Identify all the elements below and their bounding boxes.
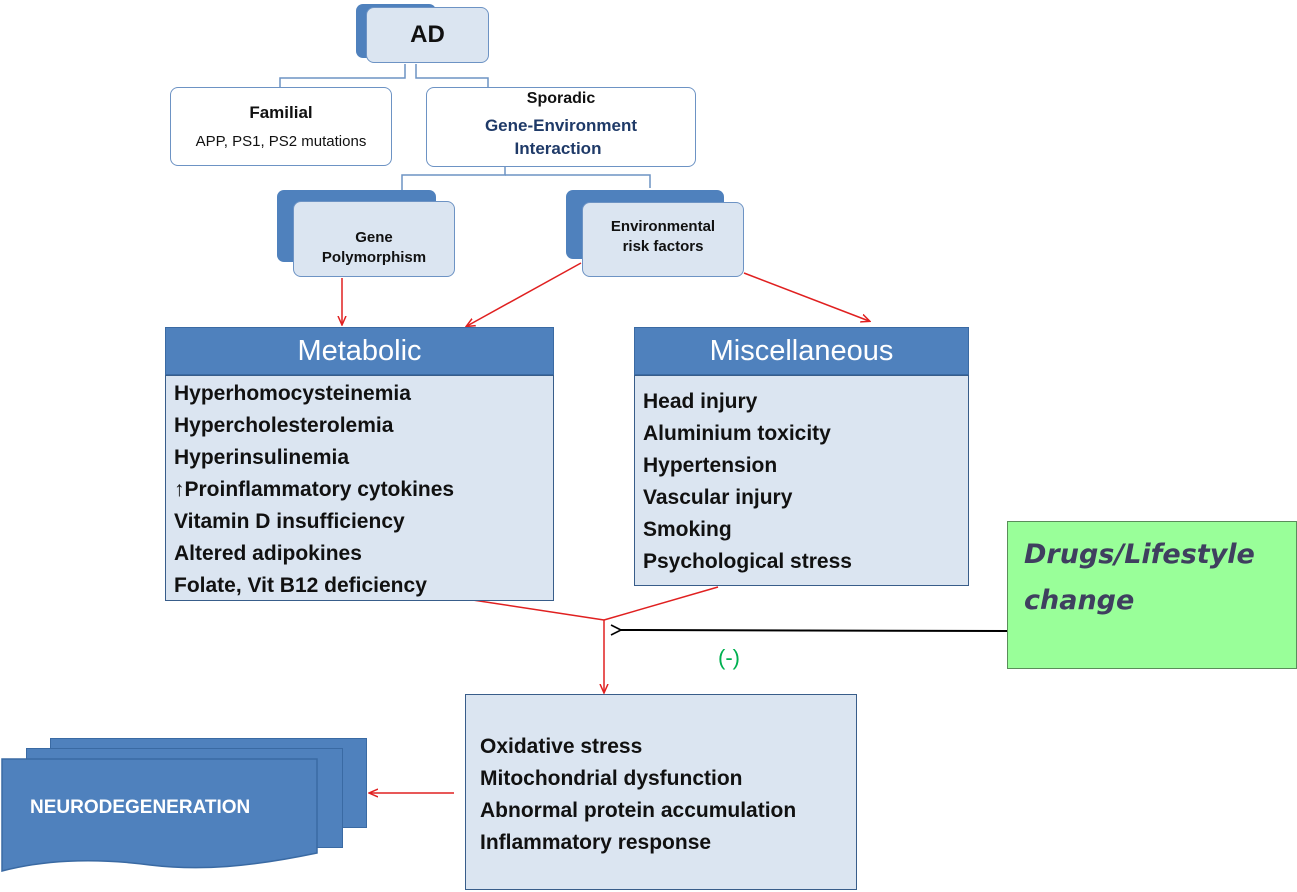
inhibition-label: (-) [718, 645, 740, 670]
environmental-node: Environmental risk factors [582, 202, 744, 277]
miscellaneous-title: Miscellaneous [709, 334, 894, 367]
sporadic-line2: Interaction [514, 138, 602, 158]
miscellaneous-list: Head injury Aluminium toxicity Hypertens… [634, 375, 969, 586]
gene-line1: Gene [355, 229, 393, 246]
list-item: Mitochondrial dysfunction [480, 767, 743, 790]
environmental-line2: risk factors [622, 237, 704, 255]
connector-ad-familial [279, 64, 406, 87]
miscellaneous-header: Miscellaneous [634, 327, 969, 375]
list-item: Oxidative stress [480, 735, 643, 758]
familial-detail: APP, PS1, PS2 mutations [195, 133, 367, 150]
arrow-environmental-metabolic [467, 262, 582, 326]
merge-metabolic [465, 598, 605, 621]
neurodegeneration-label: NEURODEGENERATION [30, 797, 251, 818]
list-item: Folate, Vit B12 deficiency [174, 574, 427, 597]
drugs-lifestyle-box: Drugs/Lifestyle change [1007, 521, 1297, 669]
list-item: Abnormal protein accumulation [480, 799, 797, 822]
list-item: Hypercholesterolemia [174, 414, 394, 437]
list-item: ↑Proinflammatory cytokines [174, 478, 455, 501]
environmental-line1: Environmental [610, 217, 716, 235]
list-item: Inflammatory response [480, 831, 712, 854]
sporadic-line1: Gene-Environment [484, 116, 638, 135]
metabolic-title: Metabolic [297, 334, 422, 367]
ad-node: AD [366, 7, 489, 63]
sporadic-node: Sporadic Gene-Environment Interaction [426, 87, 696, 167]
drugs-line2: change [1024, 585, 1135, 616]
list-item: Psychological stress [643, 550, 852, 573]
list-item: Hyperhomocysteinemia [174, 382, 411, 405]
gene-node: Gene Polymorphism [293, 201, 455, 277]
list-item: Head injury [643, 390, 758, 413]
outcome-box: Oxidative stress Mitochondrial dysfuncti… [465, 694, 857, 890]
list-item: Smoking [643, 518, 732, 541]
sporadic-title: Sporadic [526, 90, 596, 107]
metabolic-list: Hyperhomocysteinemia Hypercholesterolemi… [165, 375, 554, 601]
gene-line2: Polymorphism [321, 249, 427, 266]
connector-sporadic-gene [401, 167, 506, 190]
metabolic-header: Metabolic [165, 327, 554, 375]
list-item: Hyperinsulinemia [174, 446, 350, 469]
familial-title: Familial [249, 103, 313, 122]
neurodegeneration-front [1, 758, 318, 872]
merge-miscellaneous [603, 586, 719, 621]
connector-sporadic-environmental [505, 174, 651, 188]
list-item: Vitamin D insufficiency [174, 510, 405, 533]
connector-ad-sporadic [415, 64, 489, 87]
list-item: Altered adipokines [174, 542, 362, 565]
drugs-line1: Drugs/Lifestyle [1024, 539, 1255, 570]
arrow-drugs-inhibit [620, 630, 1008, 631]
list-item: Vascular injury [643, 486, 793, 509]
list-item: Hypertension [643, 454, 778, 477]
ad-label: AD [410, 21, 445, 48]
familial-node: Familial APP, PS1, PS2 mutations [170, 87, 392, 166]
list-item: Aluminium toxicity [643, 422, 831, 445]
arrow-environmental-miscellaneous [743, 272, 869, 321]
